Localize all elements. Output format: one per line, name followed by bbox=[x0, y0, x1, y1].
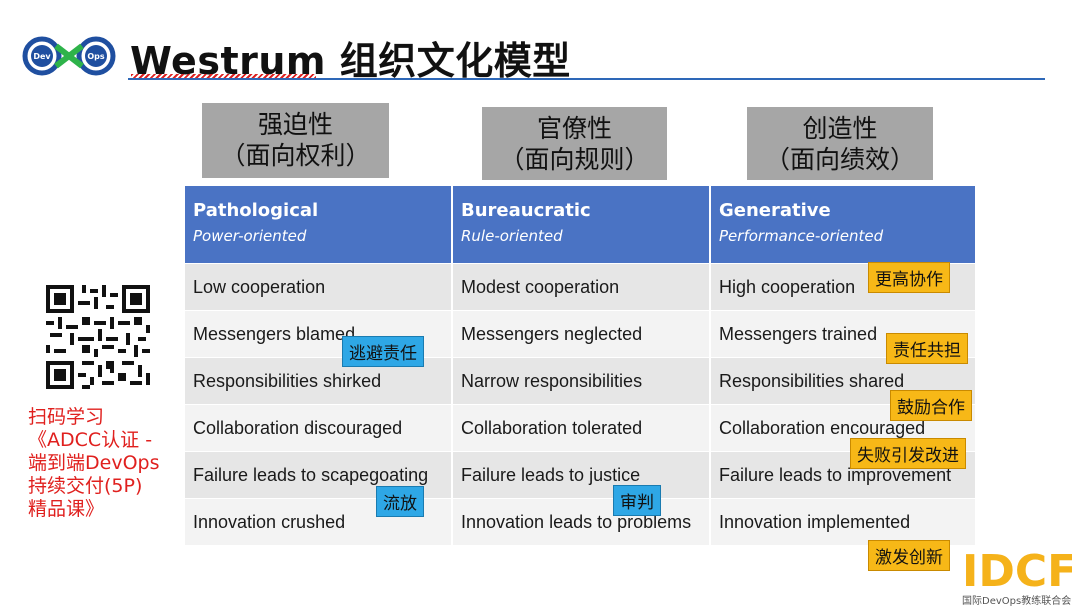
table-cell: Messengers trained bbox=[719, 324, 878, 344]
table-header: Pathological Power-oriented Bureaucratic… bbox=[185, 186, 975, 263]
header-divider bbox=[128, 78, 1045, 80]
annotation-failure-improvement: 失败引发改进 bbox=[850, 438, 966, 469]
table-cell: Responsibilities shared bbox=[719, 371, 905, 391]
category-orientation: （面向规则） bbox=[499, 145, 650, 174]
table-row: Collaboration discouraged Collaboration … bbox=[185, 404, 975, 451]
promo-line: 精品课》 bbox=[28, 498, 105, 520]
table-cell: Responsibilities shirked bbox=[185, 358, 453, 404]
devops-logo: Dev Ops bbox=[22, 36, 116, 76]
annotation-higher-cooperation: 更高协作 bbox=[868, 262, 950, 293]
category-pathological: 强迫性 （面向权利） bbox=[202, 103, 389, 178]
table-cell: Failure leads to justice bbox=[453, 452, 711, 498]
table-cell: High cooperation bbox=[719, 277, 856, 297]
westrum-table: Pathological Power-oriented Bureaucratic… bbox=[185, 186, 975, 545]
annotation-shared-responsibility: 责任共担 bbox=[886, 333, 968, 364]
table-cell: Innovation implemented bbox=[719, 512, 911, 532]
table-body: Low cooperation Modest cooperation High … bbox=[185, 263, 975, 545]
table-cell: Low cooperation bbox=[185, 264, 453, 310]
promo-line: 端到端DevOps bbox=[28, 452, 160, 474]
category-orientation: （面向绩效） bbox=[764, 145, 915, 174]
column-header-bureaucratic: Bureaucratic Rule-oriented bbox=[453, 186, 711, 263]
annotation-encourage-collaboration: 鼓励合作 bbox=[890, 390, 972, 421]
category-generative: 创造性 （面向绩效） bbox=[747, 107, 933, 180]
annotation-inspire-innovation: 激发创新 bbox=[868, 540, 950, 571]
table-cell: Collaboration encouraged bbox=[719, 418, 926, 438]
logo-text-ops: Ops bbox=[87, 52, 105, 61]
table-cell: Innovation leads to problems bbox=[453, 499, 711, 545]
promo-line: 《ADCC认证 - bbox=[28, 429, 153, 451]
table-row: Responsibilities shirked Narrow responsi… bbox=[185, 357, 975, 404]
table-row: Failure leads to scapegoating Failure le… bbox=[185, 451, 975, 498]
annotation-exile: 流放 bbox=[376, 486, 424, 517]
column-header-generative: Generative Performance-oriented bbox=[719, 200, 884, 245]
table-cell: Narrow responsibilities bbox=[453, 358, 711, 404]
annotation-blame-avoidance: 逃避责任 bbox=[342, 336, 424, 367]
table-row: Low cooperation Modest cooperation High … bbox=[185, 263, 975, 310]
logo-text-dev: Dev bbox=[33, 52, 51, 61]
category-name: 官僚性 bbox=[536, 114, 612, 143]
course-promo: 扫码学习 《ADCC认证 - 端到端DevOps 持续交付(5P) 精品课》 bbox=[28, 406, 173, 521]
table-cell: Messengers blamed bbox=[185, 311, 453, 357]
annotation-trial: 审判 bbox=[613, 485, 661, 516]
promo-line: 扫码学习 bbox=[28, 406, 105, 428]
table-cell: Innovation crushed bbox=[185, 499, 453, 545]
table-row: Messengers blamed Messengers neglected M… bbox=[185, 310, 975, 357]
category-name: 创造性 bbox=[802, 114, 878, 143]
category-orientation: （面向权利） bbox=[220, 141, 371, 170]
category-bureaucratic: 官僚性 （面向规则） bbox=[482, 107, 667, 180]
promo-line: 持续交付(5P) bbox=[28, 475, 143, 497]
category-name: 强迫性 bbox=[257, 110, 333, 139]
table-cell: Collaboration tolerated bbox=[453, 405, 711, 451]
table-cell: Collaboration discouraged bbox=[185, 405, 453, 451]
table-cell: Failure leads to improvement bbox=[719, 465, 952, 485]
idcf-logo-text: IDCF bbox=[962, 546, 1072, 590]
brand-subtitle: 国际DevOps教练联合会 bbox=[962, 596, 1072, 607]
table-row: Innovation crushed Innovation leads to p… bbox=[185, 498, 975, 545]
idcf-logo: IDCF bbox=[962, 546, 1072, 590]
table-cell: Messengers neglected bbox=[453, 311, 711, 357]
qr-code-icon[interactable] bbox=[46, 285, 150, 389]
table-cell: Failure leads to scapegoating bbox=[185, 452, 453, 498]
column-header-pathological: Pathological Power-oriented bbox=[185, 186, 453, 263]
table-cell: Modest cooperation bbox=[453, 264, 711, 310]
spellcheck-underline bbox=[131, 74, 316, 78]
